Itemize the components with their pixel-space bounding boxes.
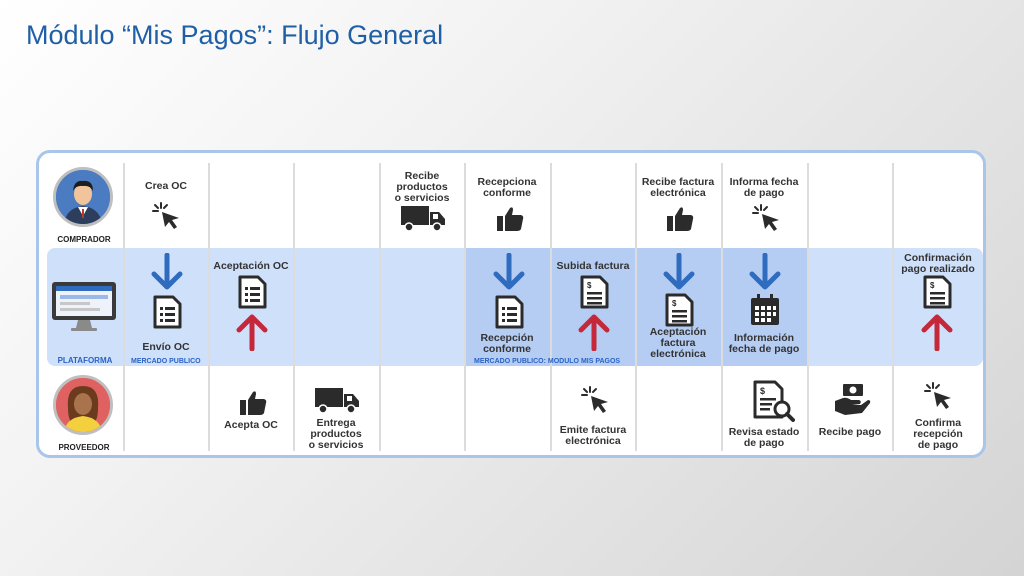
column-divider (293, 163, 295, 451)
svg-text:$: $ (760, 386, 765, 396)
step-recepciona: Recepciona conforme (477, 176, 537, 199)
cursor-click-icon (581, 386, 608, 413)
calendar-icon (751, 294, 779, 325)
hand-money-icon (835, 384, 871, 415)
invoice-icon: $ (665, 293, 694, 327)
invoice-icon: $ (923, 275, 952, 309)
cursor-click-icon (752, 204, 779, 231)
column-divider (721, 163, 723, 451)
column-divider (807, 163, 809, 451)
arrow-up-icon (921, 314, 953, 351)
column-divider (635, 163, 637, 451)
role-platform: PLATAFORMA (57, 356, 113, 365)
step-aceptacion-factura: Aceptación factura electrónica (649, 326, 707, 360)
band-label-market: MERCADO PUBLICO (131, 358, 201, 365)
role-buyer: COMPRADOR (57, 235, 111, 244)
document-icon (495, 295, 524, 329)
step-recibe-factura: Recibe factura electrónica (641, 176, 715, 199)
band-label-module: MERCADO PUBLICO: MODULO MIS PAGOS (474, 358, 621, 365)
step-entrega: Entrega productos o servicios (308, 417, 364, 451)
step-emite-factura: Emite factura electrónica (559, 424, 627, 447)
svg-text:$: $ (587, 281, 592, 290)
column-divider (208, 163, 210, 451)
column-divider (379, 163, 381, 451)
svg-text:$: $ (930, 281, 935, 290)
arrow-up-icon (236, 314, 268, 351)
thumbs-up-icon (667, 207, 694, 231)
truck-icon (315, 388, 359, 414)
column-divider (892, 163, 894, 451)
arrow-down-icon (493, 253, 525, 290)
arrow-down-icon (663, 253, 695, 290)
monitor-icon (51, 281, 117, 338)
step-revisa-estado: Revisa estado de pago (728, 426, 800, 449)
arrow-up-icon (578, 314, 610, 351)
step-recibe-pago: Recibe pago (818, 426, 882, 438)
step-envio-oc: Envío OC (142, 341, 190, 353)
truck-icon (401, 206, 445, 232)
buyer-avatar (53, 167, 113, 227)
document-icon (153, 295, 182, 329)
invoice-icon: $ (580, 275, 609, 309)
arrow-down-icon (749, 253, 781, 290)
supplier-avatar (53, 375, 113, 435)
step-acepta-oc: Acepta OC (224, 419, 278, 431)
step-subida-factura: Subida factura (556, 260, 630, 272)
step-recepcion-conforme: Recepción conforme (480, 332, 534, 355)
search-invoice-icon: $ (753, 380, 795, 422)
column-divider (550, 163, 552, 451)
cursor-click-icon (152, 202, 179, 229)
step-recibe-productos: Recibe productos o servicios (394, 170, 450, 204)
step-confirmacion: Confirmación pago realizado (901, 252, 975, 275)
arrow-down-icon (151, 253, 183, 290)
thumbs-up-icon (497, 207, 524, 231)
column-divider (464, 163, 466, 451)
flow-diagram: COMPRADOR PLATAFORMA PROVEEDOR MERCADO P… (36, 150, 986, 458)
step-confirma-recepcion: Confirma recepción de pago (913, 417, 963, 451)
step-aceptacion-oc: Aceptación OC (213, 260, 289, 272)
svg-text:$: $ (672, 299, 677, 308)
thumbs-up-icon (240, 391, 267, 415)
step-informacion-fecha: Información fecha de pago (728, 332, 800, 355)
column-divider (123, 163, 125, 451)
role-supplier: PROVEEDOR (58, 443, 110, 452)
document-icon (238, 275, 267, 309)
step-informa-fecha: Informa fecha de pago (729, 176, 799, 199)
page-title: Módulo “Mis Pagos”: Flujo General (26, 20, 444, 50)
cursor-click-icon (924, 382, 951, 409)
step-crea-oc: Crea OC (144, 180, 187, 192)
